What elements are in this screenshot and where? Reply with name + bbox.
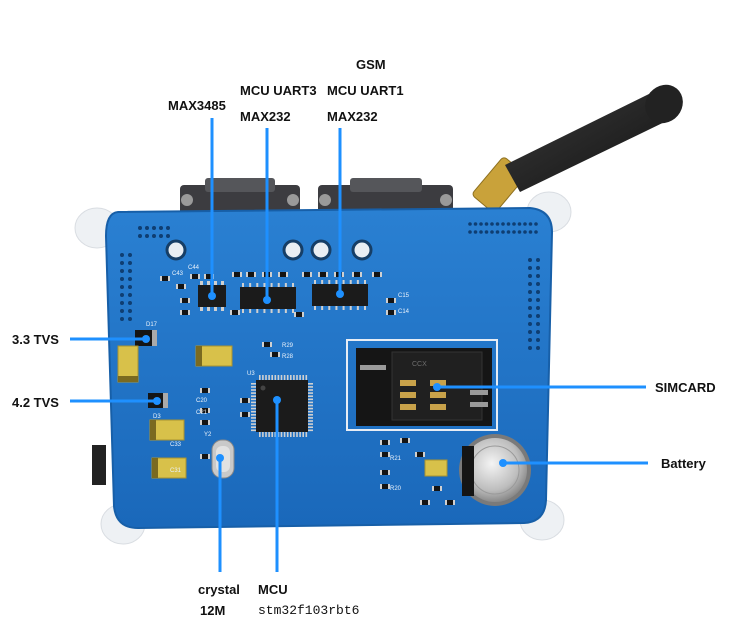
smd-components xyxy=(160,272,455,505)
label-tvs-33: 3.3 TVS xyxy=(12,332,59,347)
sim-model-text: CCX xyxy=(412,361,427,368)
silk-r29: R29 xyxy=(282,343,294,349)
label-simcard: SIMCARD xyxy=(655,380,716,395)
callout-lines xyxy=(70,118,648,572)
label-tvs-42: 4.2 TVS xyxy=(12,395,59,410)
silkscreen-labels: D17 D3 U3 Y2 C43 C44 C15 C14 C33 C31 R29… xyxy=(146,265,410,492)
callout-dot-simcard xyxy=(433,383,441,391)
side-connector xyxy=(92,445,106,485)
db9-connectors xyxy=(180,178,453,215)
silk-c15: C15 xyxy=(398,293,410,299)
callout-dot-battery xyxy=(499,459,507,467)
callout-dot-mcu xyxy=(273,396,281,404)
label-mcu-part: stm32f103rbt6 xyxy=(258,603,360,618)
antenna-icon xyxy=(472,84,683,213)
silk-c44: C44 xyxy=(188,265,200,271)
callout-dot-max3485 xyxy=(208,292,216,300)
mounting-holes xyxy=(165,239,373,261)
silk-c20: C20 xyxy=(196,398,208,404)
label-max232-a: MAX232 xyxy=(240,109,291,124)
silk-c33: C33 xyxy=(170,442,182,448)
callout-dot-max232-b xyxy=(336,290,344,298)
header-pins xyxy=(120,222,540,350)
tantalum-capacitors xyxy=(117,345,448,479)
label-crystal-freq: 12M xyxy=(200,603,226,618)
label-mcu-uart3: MCU UART3 xyxy=(240,83,317,98)
sim-card-holder-icon: CCX xyxy=(346,339,498,431)
callout-dot-tvs42 xyxy=(153,397,161,405)
label-mcu-uart1: MCU UART1 xyxy=(327,83,404,98)
ic-mcu-stm32 xyxy=(251,375,313,437)
coin-cell-battery-icon xyxy=(459,434,531,506)
silk-c21: C21 xyxy=(196,410,208,416)
label-crystal: crystal xyxy=(198,582,240,597)
callout-dot-tvs33 xyxy=(142,335,150,343)
silk-y2: Y2 xyxy=(204,432,212,438)
callout-dot-crystal xyxy=(216,454,224,462)
label-gsm: GSM xyxy=(356,57,386,72)
label-battery: Battery xyxy=(661,456,706,471)
silk-r20: R20 xyxy=(390,486,402,492)
callout-dot-max232-a xyxy=(263,296,271,304)
silk-c43: C43 xyxy=(172,271,184,277)
label-max3485: MAX3485 xyxy=(168,98,226,113)
silk-c14: C14 xyxy=(398,309,410,315)
silk-d17: D17 xyxy=(146,322,158,328)
label-max232-b: MAX232 xyxy=(327,109,378,124)
silk-u3: U3 xyxy=(247,371,255,377)
label-mcu: MCU xyxy=(258,582,288,597)
silk-d3: D3 xyxy=(153,414,161,420)
silk-r28: R28 xyxy=(282,354,294,360)
silk-c31: C31 xyxy=(170,468,182,474)
silk-r21: R21 xyxy=(390,456,402,462)
